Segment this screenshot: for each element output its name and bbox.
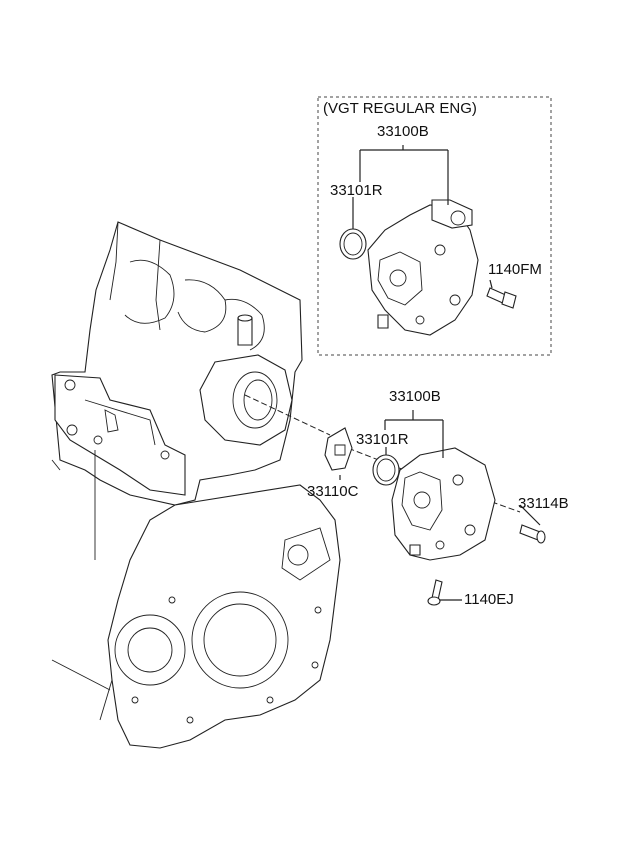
variant-box-frame <box>317 96 552 356</box>
stud-label: 33114B <box>518 495 569 512</box>
variant-pump-drawing <box>339 199 517 336</box>
cover-label: 33110C <box>307 483 359 500</box>
bolt-label: 1140EJ <box>464 591 514 608</box>
main-pump-drawing <box>372 447 546 606</box>
variant-box-title: (VGT REGULAR ENG) <box>323 100 477 117</box>
cover-part-drawing <box>324 427 353 471</box>
variant-bolt-label: 1140FM <box>488 261 542 278</box>
assembly-axis-line <box>244 394 331 436</box>
o-ring-label: 33101R <box>356 431 409 448</box>
variant-pump-assy-label: 33100B <box>377 123 429 140</box>
pump-assy-label: 33100B <box>389 388 441 405</box>
leader-lines <box>339 145 541 601</box>
variant-o-ring-label: 33101R <box>330 182 383 199</box>
engine-block-drawing <box>51 221 341 749</box>
